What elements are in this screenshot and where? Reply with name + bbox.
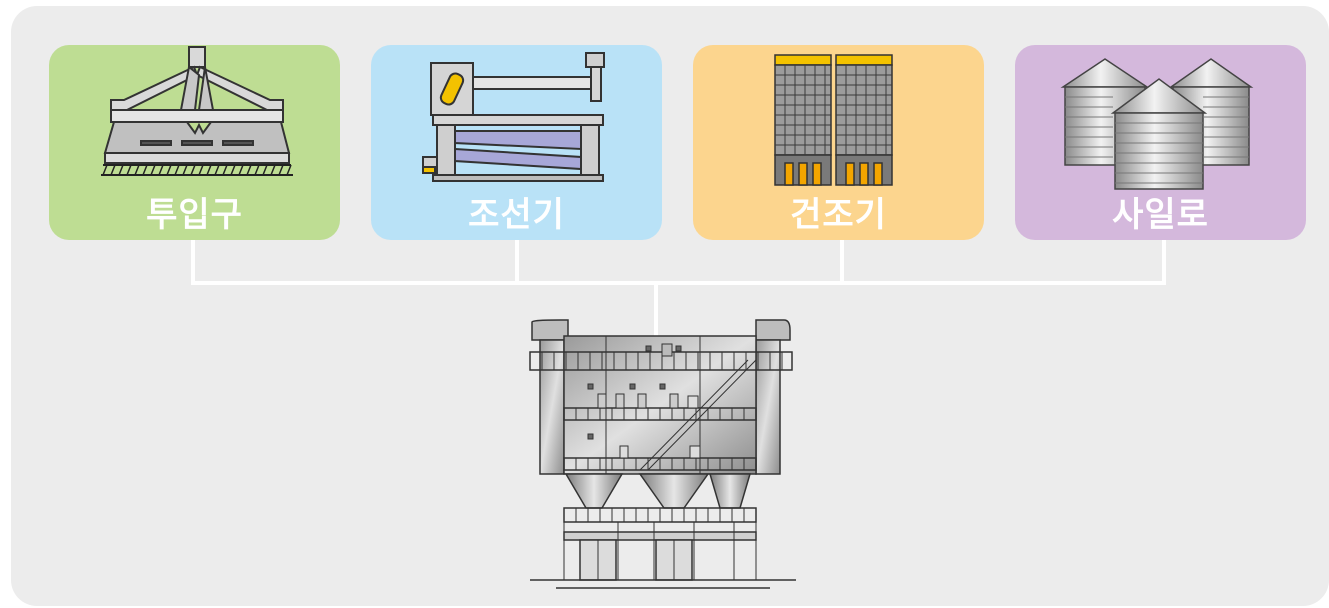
grain-cleaner-icon (422, 52, 605, 182)
stage-card-cleaner: 조선기 (371, 45, 662, 240)
silo-icon (1060, 58, 1254, 190)
stage-card-dryer: 건조기 (693, 45, 984, 240)
stage-label-dryer: 건조기 (790, 195, 887, 235)
grain-dryer-icon (774, 54, 893, 186)
stage-label-cleaner: 조선기 (468, 195, 565, 235)
stage-label-intake: 투입구 (146, 195, 243, 235)
processing-facility-icon (529, 319, 796, 589)
stage-card-intake: 투입구 (49, 45, 340, 240)
stage-label-silo: 사일로 (1112, 195, 1209, 235)
intake-hopper-icon (101, 46, 293, 176)
stage-card-silo: 사일로 (1015, 45, 1306, 240)
